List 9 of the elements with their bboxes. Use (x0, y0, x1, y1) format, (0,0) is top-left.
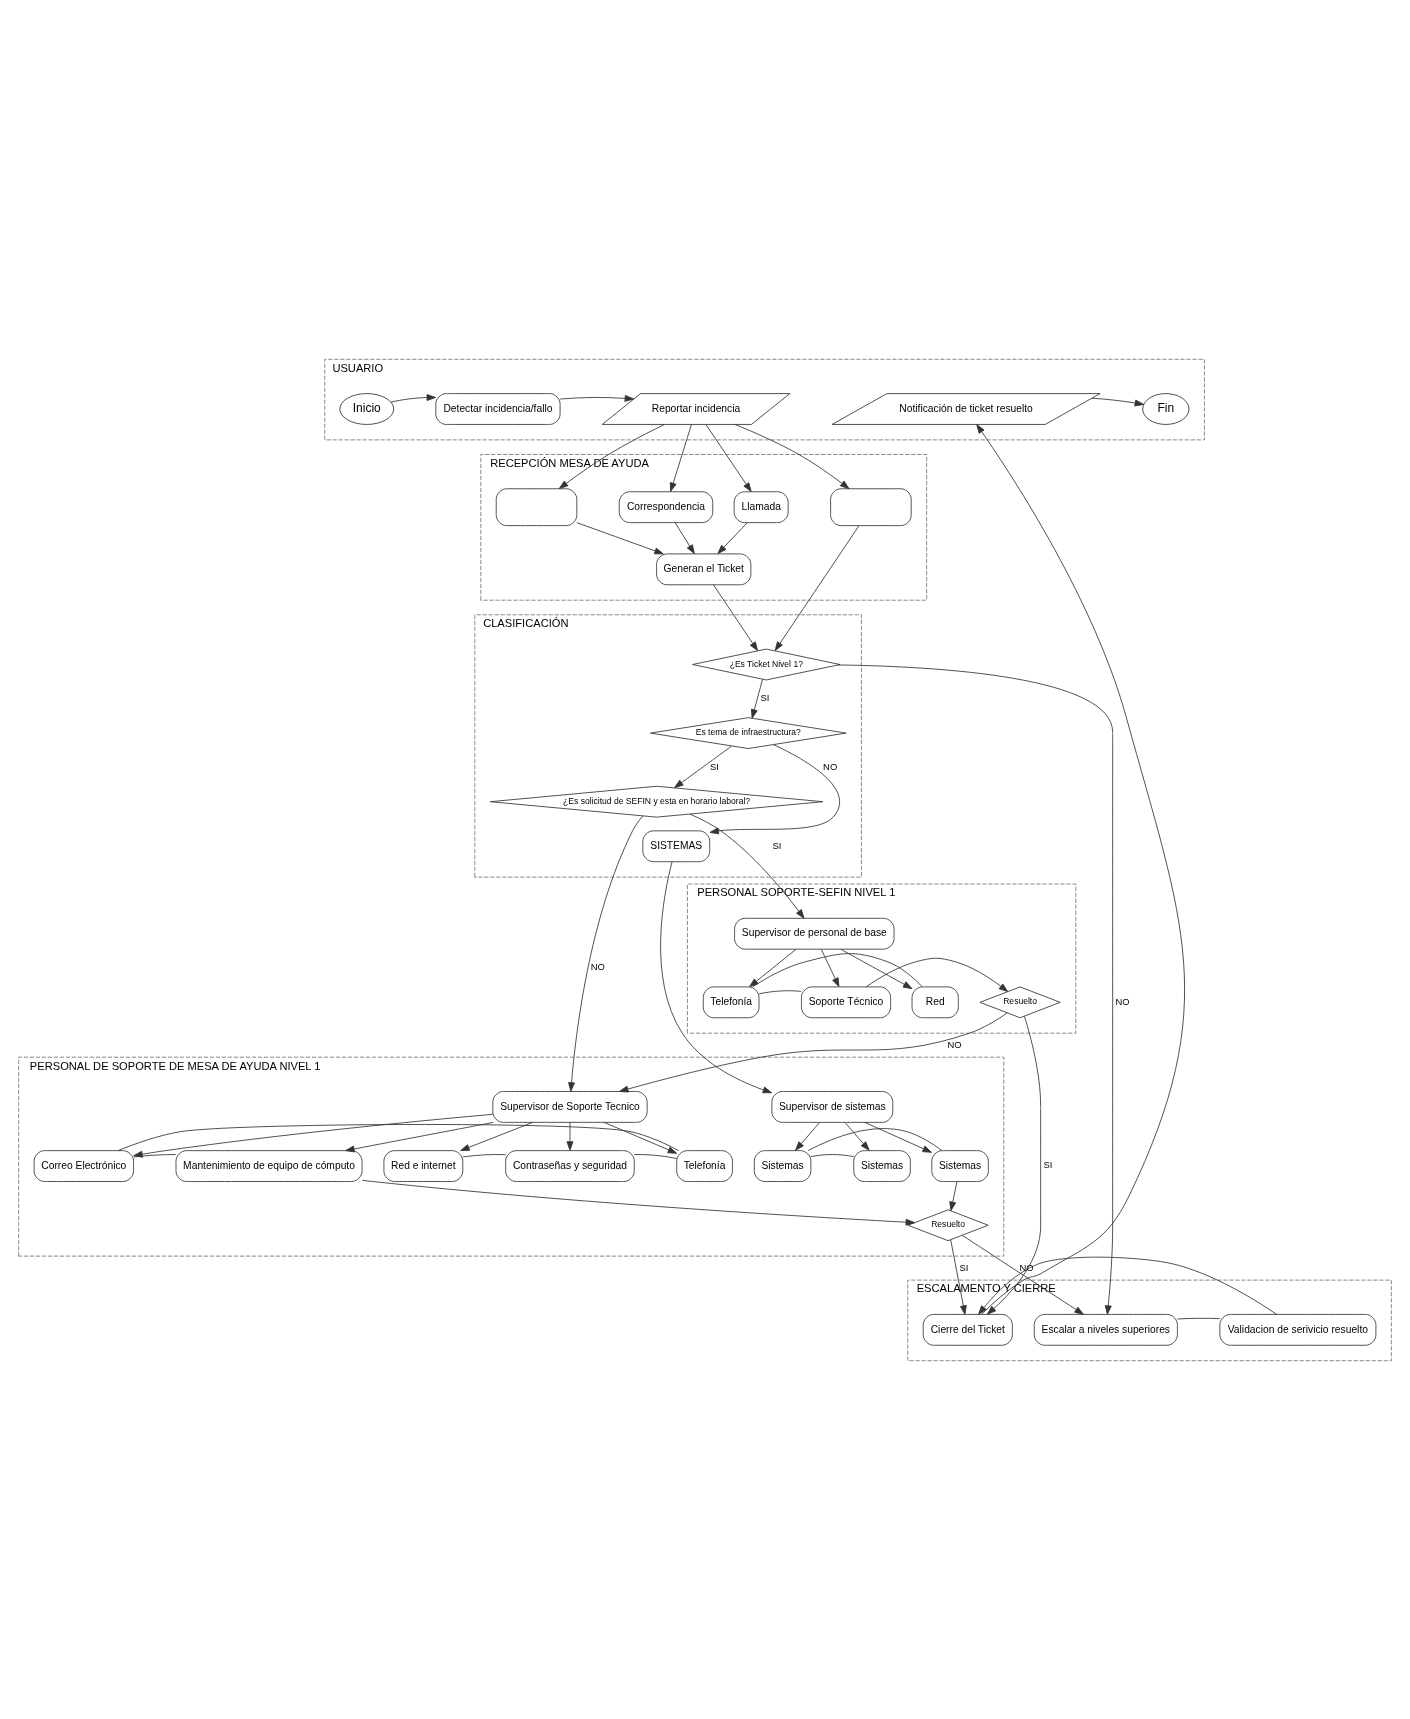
edge-label: NO (947, 1038, 962, 1050)
edge-label: SI (709, 760, 719, 772)
edge-label: SI (772, 839, 782, 851)
edge-label: SI (959, 1261, 969, 1273)
edge-label: NO (823, 760, 838, 772)
edge-label: SI (1043, 1158, 1053, 1170)
edge-label: SI (760, 691, 770, 703)
edge-label: NO (590, 960, 605, 972)
edge-label: NO (1115, 995, 1130, 1007)
